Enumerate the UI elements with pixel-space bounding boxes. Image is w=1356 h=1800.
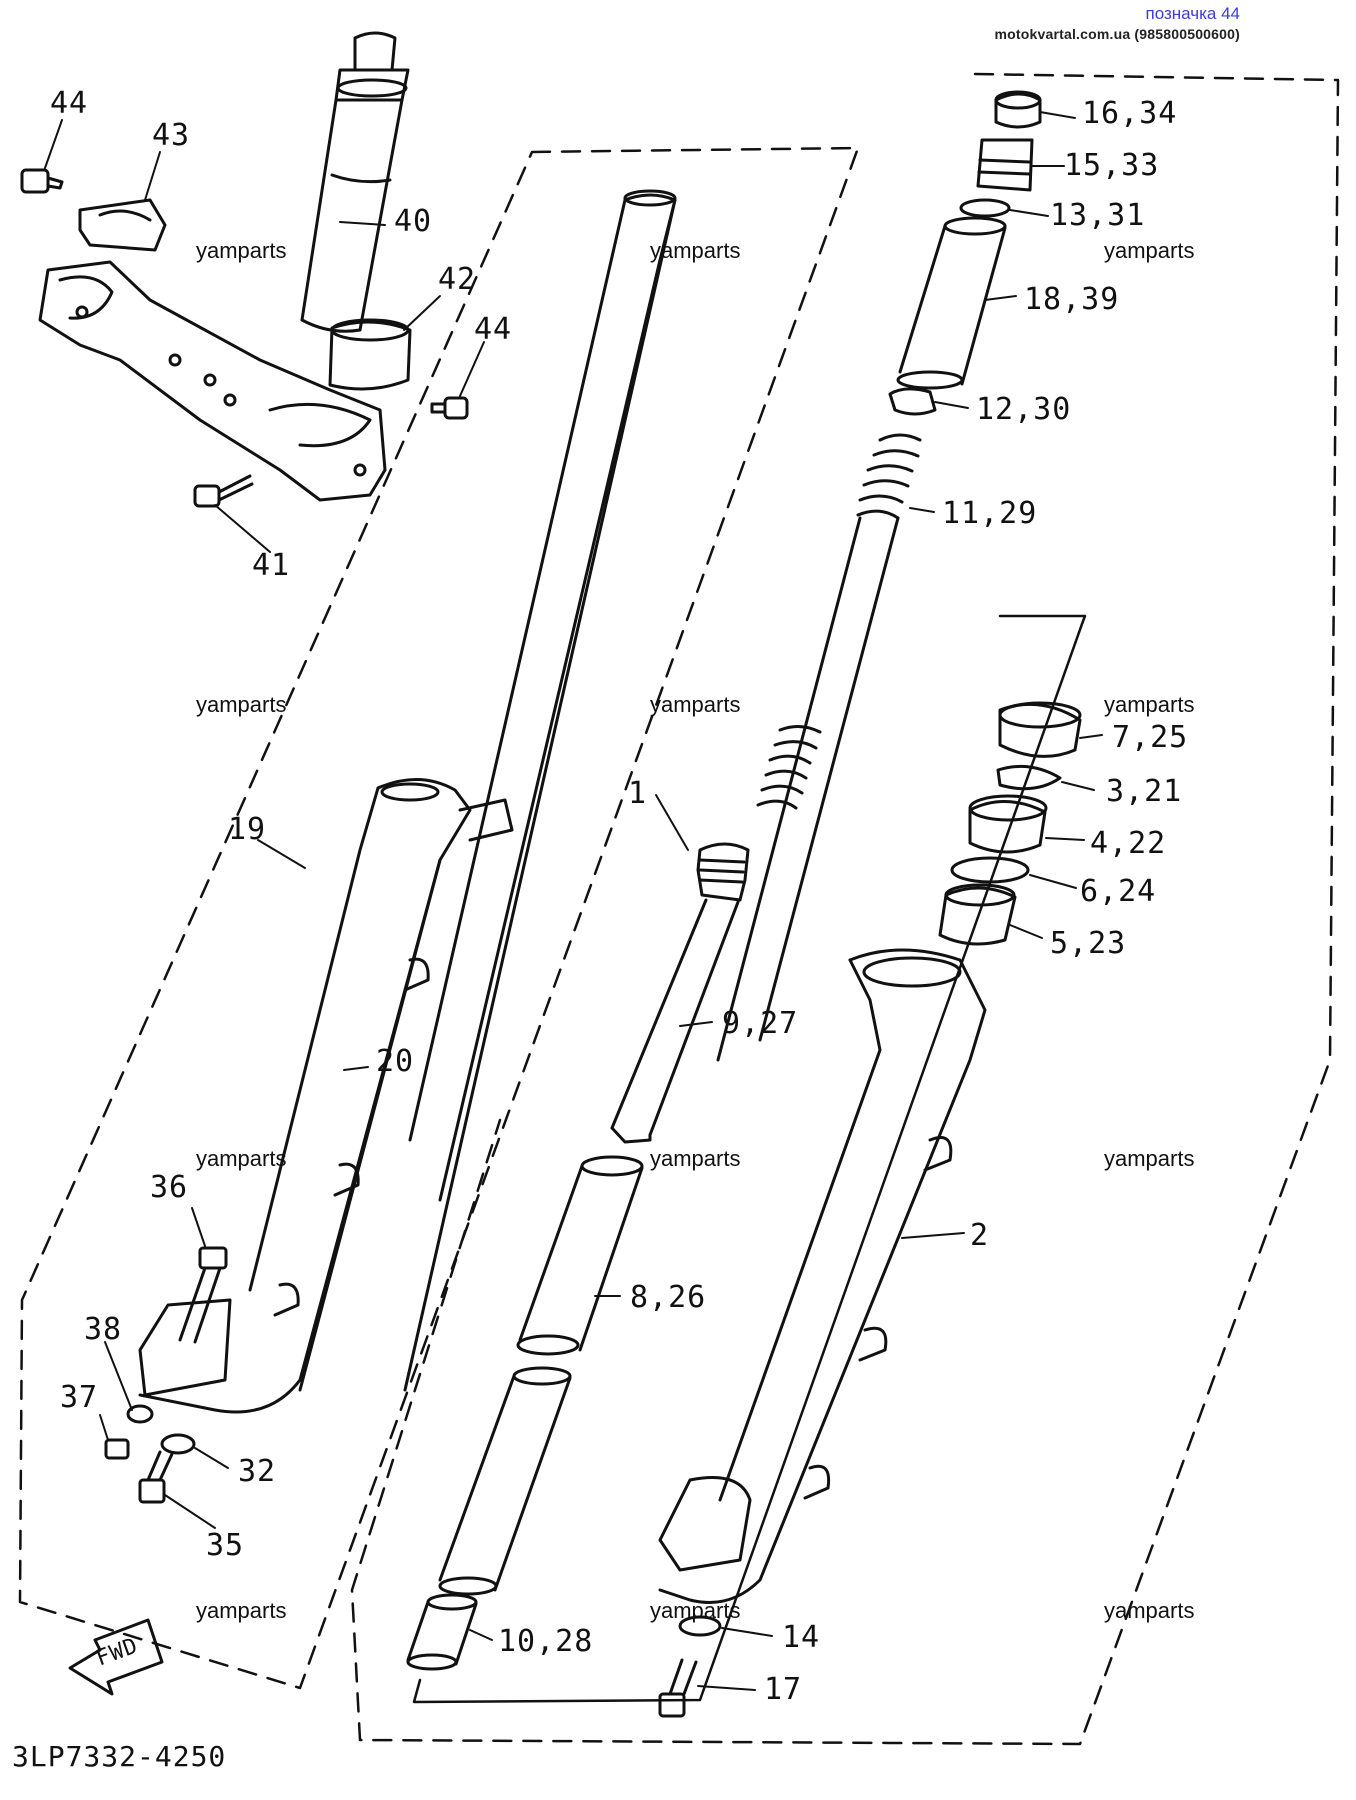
steering-stem-part	[300, 31, 410, 333]
bushing-5-23	[938, 883, 1017, 946]
washer-32	[160, 1433, 196, 1455]
right-fork-boundary	[350, 72, 1340, 1746]
watermark: yamparts	[650, 238, 741, 263]
leader-lines	[44, 111, 1103, 1691]
watermark: yamparts	[196, 1598, 287, 1623]
callout-3-21: 3,21	[1106, 774, 1183, 809]
damper-rod-9-27	[610, 842, 750, 1144]
cap-bolt-16-34	[994, 90, 1042, 129]
callout-41: 41	[252, 548, 291, 583]
watermark: yamparts	[1104, 1598, 1195, 1623]
washer-12-30	[888, 387, 937, 416]
bolt-35	[138, 1450, 174, 1504]
callout-5-23: 5,23	[1050, 926, 1127, 961]
watermark: yamparts	[196, 238, 287, 263]
oil-seal-4-22	[968, 794, 1048, 854]
left-fork-boundary	[18, 146, 860, 1690]
washer-14	[678, 1615, 722, 1637]
nut-15-33	[976, 138, 1034, 192]
clamp-42	[328, 318, 412, 391]
bolt-36	[178, 1246, 228, 1344]
watermark: yamparts	[1104, 692, 1195, 717]
designation-link[interactable]: позначка 44	[1145, 4, 1241, 23]
under-bracket-part	[38, 260, 387, 502]
callout-7-25: 7,25	[1112, 720, 1189, 755]
callout-15-33: 15,33	[1064, 148, 1160, 183]
watermark: yamparts	[1104, 238, 1195, 263]
oil-lock-piece-8-26	[516, 1155, 644, 1356]
washer-6-24	[950, 856, 1030, 884]
callout-37: 37	[60, 1380, 99, 1415]
left-outer-tube	[138, 778, 514, 1414]
callout-12-30: 12,30	[976, 392, 1072, 427]
callout-44: 44	[474, 312, 513, 347]
ring-13-31	[959, 198, 1011, 218]
bolt-44-lower	[430, 396, 469, 420]
callout-36: 36	[150, 1170, 189, 1205]
callout-4-22: 4,22	[1090, 826, 1167, 861]
right-outer-tube	[658, 948, 987, 1604]
inner-outer-tube-frame	[412, 614, 1087, 1704]
callout-42: 42	[438, 262, 477, 297]
piece-10-28	[406, 1593, 478, 1671]
callout-19: 19	[228, 812, 267, 847]
bolt-41	[193, 474, 254, 508]
clip-3-21	[996, 764, 1062, 791]
callout-11-29: 11,29	[942, 496, 1038, 531]
left-inner-tube	[403, 189, 677, 1392]
callout-13-31: 13,31	[1050, 198, 1146, 233]
callout-8-26: 8,26	[630, 1280, 707, 1315]
callout-18-39: 18,39	[1024, 282, 1120, 317]
callout-2: 2	[970, 1218, 990, 1253]
watermark: yamparts	[196, 1146, 287, 1171]
clamp-cap-43	[78, 198, 167, 252]
drawing-code: 3LP7332-4250	[12, 1740, 227, 1773]
watermark: yamparts	[650, 1598, 741, 1623]
site-caption: motokvartal.com.ua (985800500600)	[994, 26, 1240, 42]
nut-37	[104, 1438, 130, 1460]
bolt-17	[658, 1658, 698, 1718]
spacer-18-39	[896, 216, 1007, 390]
callout-44: 44	[50, 86, 89, 121]
callout-40: 40	[394, 204, 433, 239]
callout-14: 14	[782, 1620, 821, 1655]
washer-38	[126, 1404, 154, 1424]
callout-17: 17	[764, 1672, 803, 1707]
watermark: yamparts	[650, 692, 741, 717]
fwd-arrow-icon	[68, 1618, 164, 1696]
dust-seal-7-25	[998, 701, 1082, 758]
callout-35: 35	[206, 1528, 245, 1563]
watermark: yamparts	[1104, 1146, 1195, 1171]
callout-20: 20	[376, 1044, 415, 1079]
spring-11-29	[716, 433, 922, 1062]
watermark: yamparts	[196, 692, 287, 717]
callout-38: 38	[84, 1312, 123, 1347]
callout-9-27: 9,27	[722, 1006, 799, 1041]
callout-32: 32	[238, 1454, 277, 1489]
callout-1: 1	[628, 776, 648, 811]
callout-43: 43	[152, 118, 191, 153]
callout-10-28: 10,28	[498, 1624, 594, 1659]
callout-16-34: 16,34	[1082, 96, 1178, 131]
lower-tube-part	[438, 1366, 572, 1596]
callout-6-24: 6,24	[1080, 874, 1157, 909]
bolt-44-upper	[20, 168, 64, 194]
watermark: yamparts	[650, 1146, 741, 1171]
